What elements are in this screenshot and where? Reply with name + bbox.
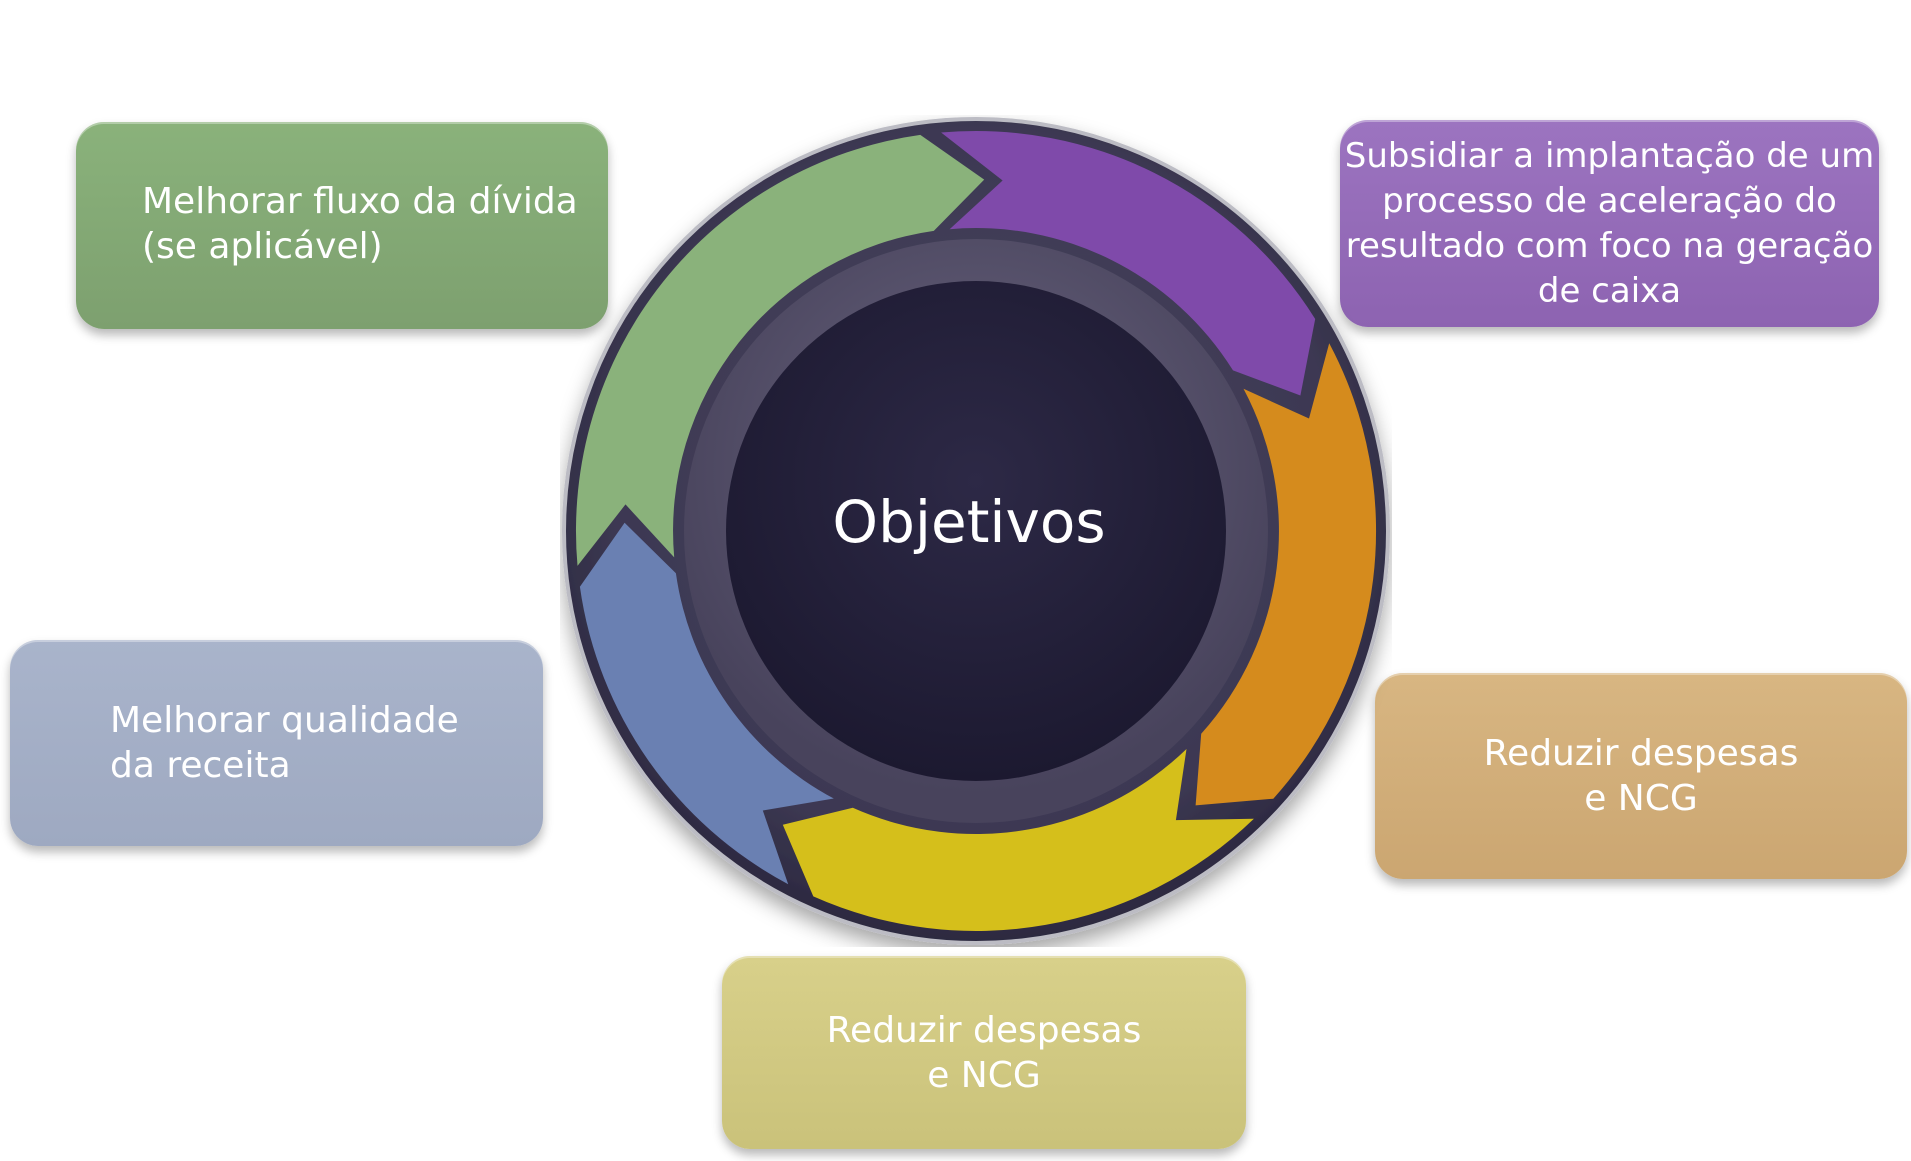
goal-text-line: Reduzir despesas [1483,733,1799,774]
goal-box-revenue-quality: Melhorar qualidade da receita [10,640,543,846]
center-disc [726,281,1226,781]
goal-text-line: e NCG [1584,778,1698,819]
goal-text-line: e NCG [927,1054,1041,1096]
goal-box-acceleration: Subsidiar a implantação de um processo d… [1340,120,1879,327]
objectives-cycle-diagram: Objetivos [562,117,1390,945]
goal-text-line: Subsidiar a implantação de um [1344,135,1875,176]
cycle-arrow-blue [579,522,834,885]
cycle-arrow-green [575,134,985,566]
goal-text-line: de caixa [1537,270,1682,311]
goal-box-debt-flow: Melhorar fluxo da dívida (se aplicável) [76,122,608,329]
goal-text-line: processo de aceleração do [1382,180,1837,221]
goal-box-reduce-expenses-right: Reduzir despesas e NCG [1375,673,1907,879]
goal-box-reduce-expenses-bottom: Reduzir despesas e NCG [722,956,1246,1149]
cycle-arrow-orange [1195,343,1377,806]
goal-text-line: (se aplicável) [142,226,383,267]
center-label: Objetivos [832,488,1105,556]
goal-text-line: Reduzir despesas [826,1009,1142,1051]
goal-text-line: Melhorar qualidade [110,700,459,741]
goal-text-line: resultado com foco na geração [1345,225,1874,266]
goal-text-line: da receita [110,745,291,786]
goal-text-line: Melhorar fluxo da dívida [142,181,578,222]
cycle-arrow-yellow [782,749,1254,931]
cycle-arrow-purple [941,130,1316,396]
